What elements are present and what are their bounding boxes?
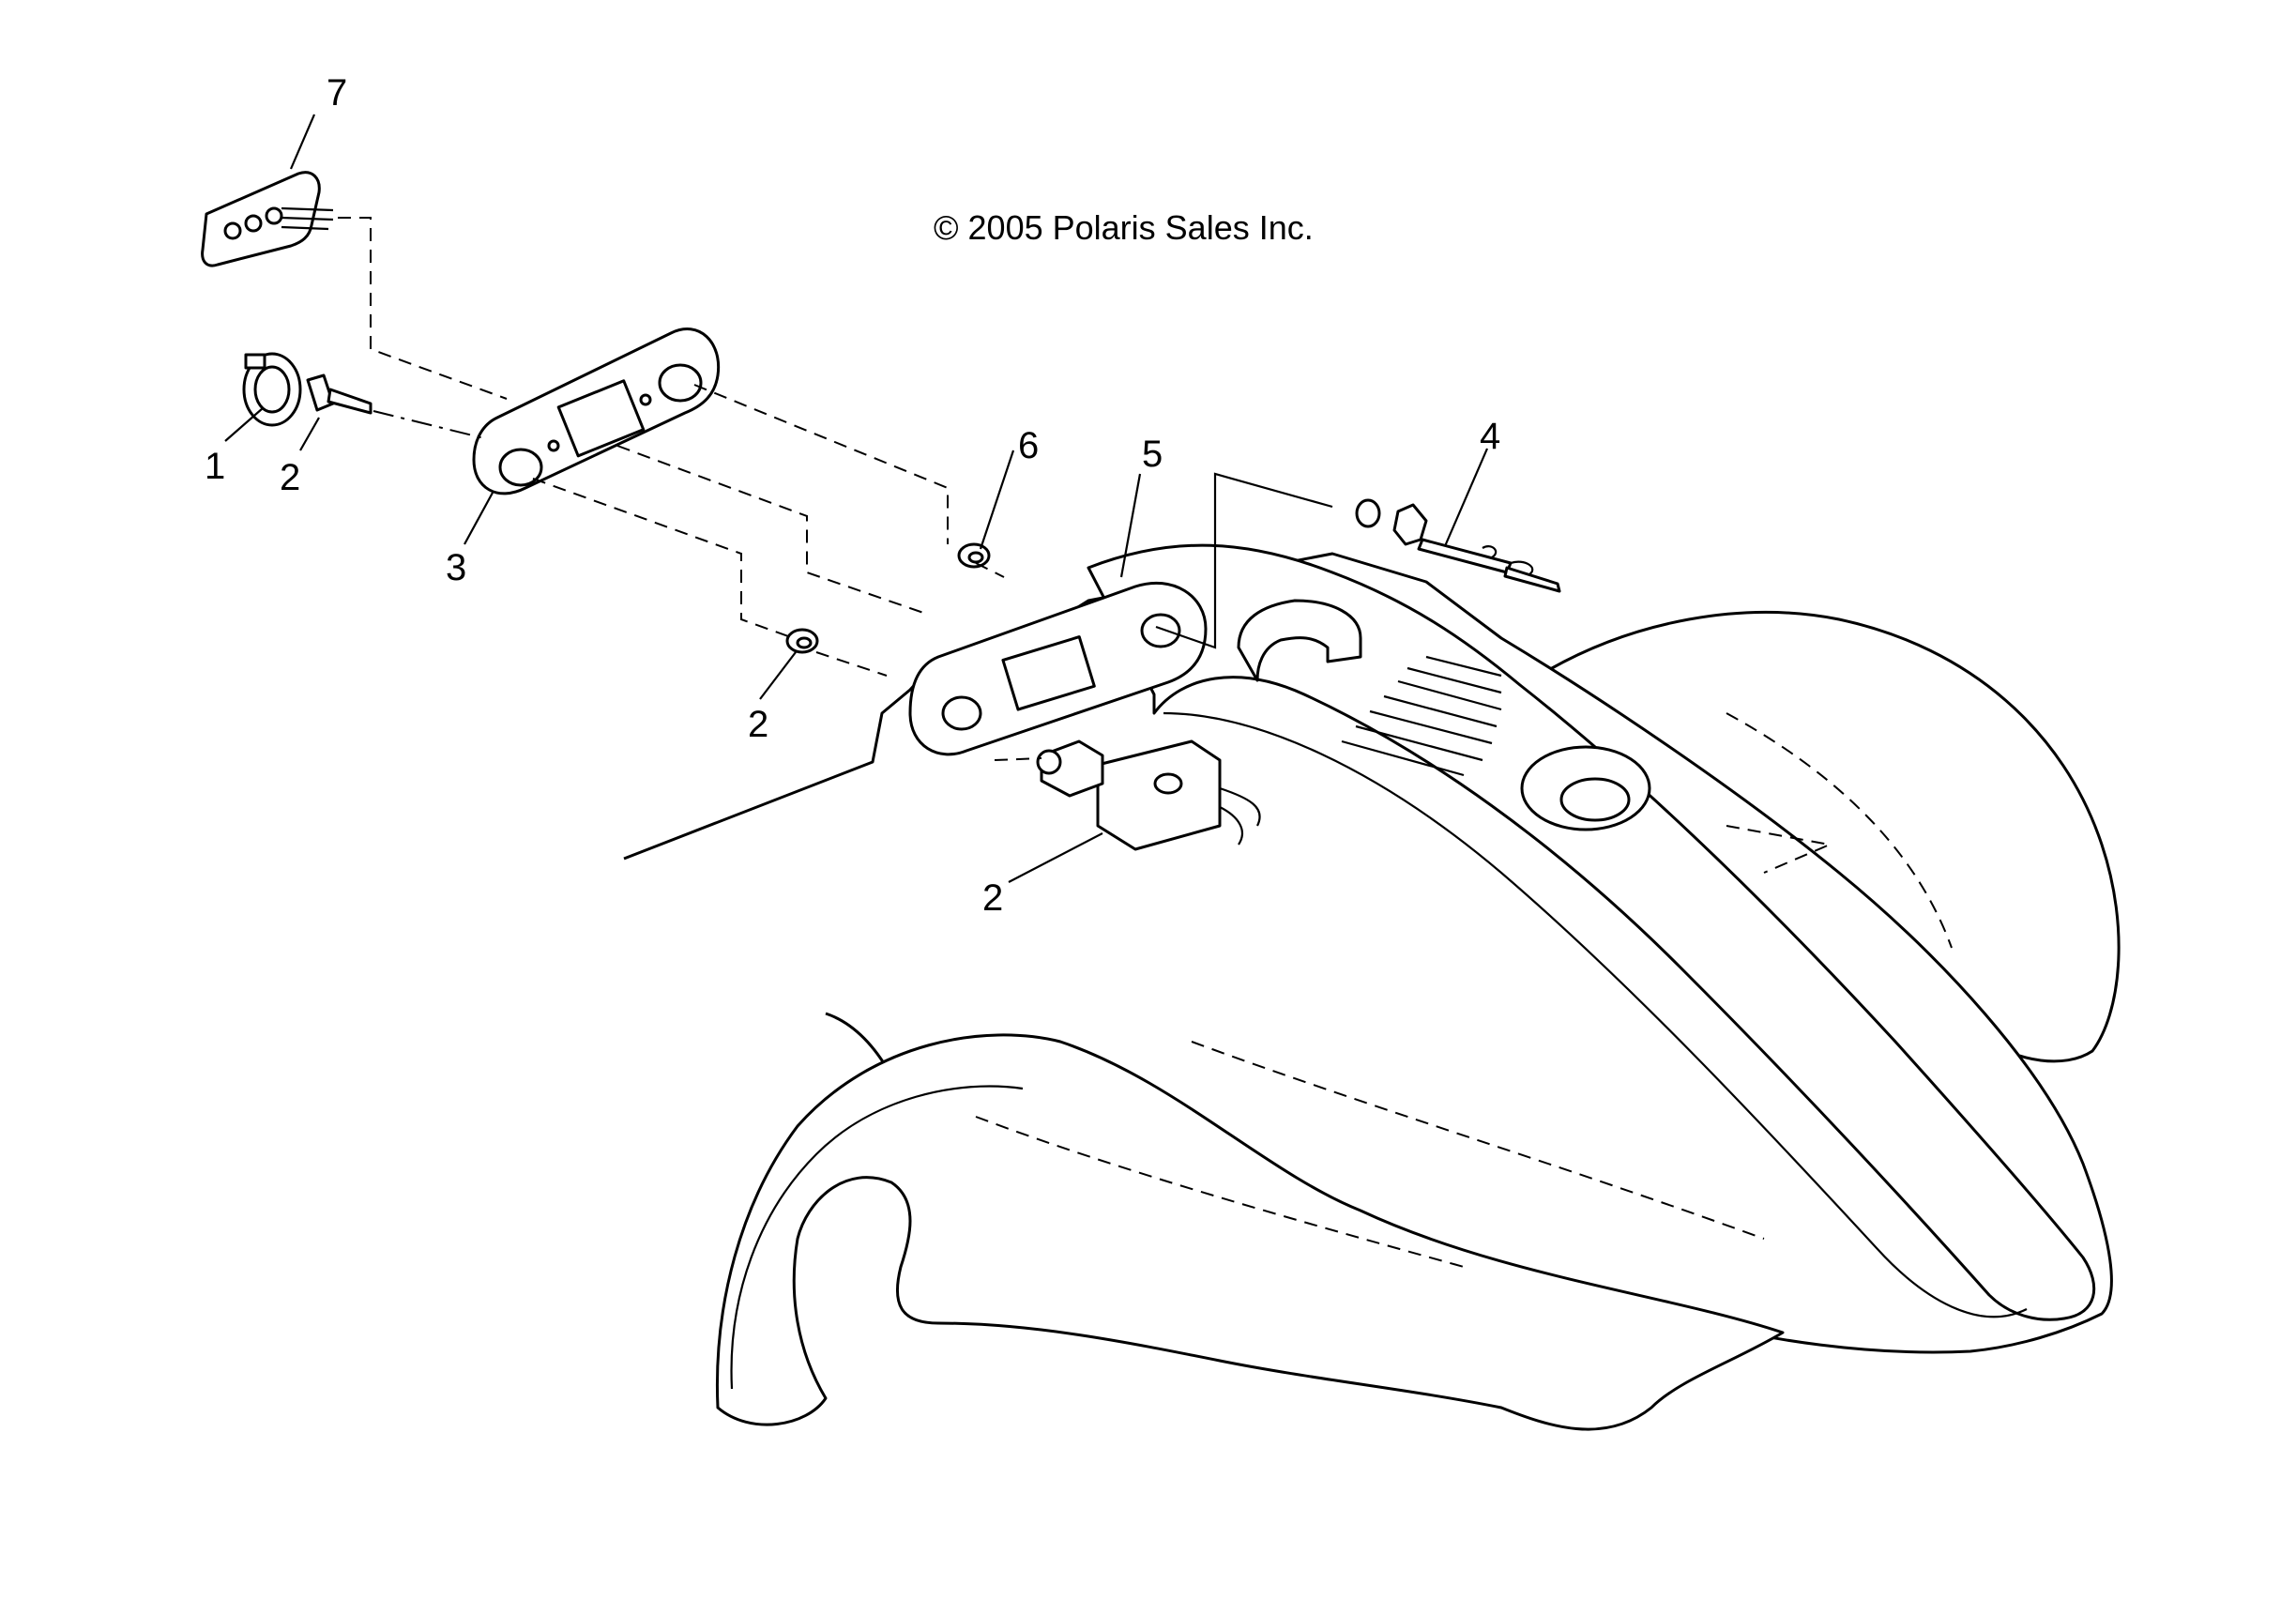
choke-knob (1355, 498, 1381, 528)
plug-pin-1 (223, 221, 242, 240)
fender-ridge (1087, 543, 2096, 1321)
fender-left-flare-inner (730, 1085, 1024, 1390)
fender-contour-2 (1191, 1041, 1765, 1240)
choke-nut (1392, 503, 1428, 546)
bezel-window (556, 379, 646, 458)
part-3-bezel (472, 328, 721, 495)
callout-3: 3 (446, 547, 466, 588)
callout-7: 7 (327, 72, 347, 114)
leader-lines (224, 114, 1489, 883)
choke-tip (1503, 566, 1561, 593)
callout-2-washer: 2 (748, 704, 768, 745)
switch-body (1096, 739, 1222, 851)
bezel-hole-right (658, 363, 703, 403)
choke-shaft (1417, 538, 1513, 574)
plug-pin-2 (244, 214, 263, 233)
callout-6: 6 (1018, 425, 1039, 466)
part-6-washer (957, 542, 991, 569)
copyright-notice: © 2005 Polaris Sales Inc. (934, 208, 1314, 247)
part-2-washer (785, 628, 819, 654)
callout-2-switch: 2 (982, 877, 1003, 919)
bezel-screw-hole-2 (639, 393, 652, 406)
mounted-bezel-hole-left (941, 695, 982, 731)
part-7-plug (201, 171, 334, 267)
fender-contour-1 (1726, 712, 1953, 949)
switch-wires (1219, 786, 1261, 846)
callout-2-key: 2 (280, 457, 300, 498)
part-5-mounted-bezel (908, 581, 1208, 756)
part-2-key (306, 373, 373, 415)
fender-u-slot (1237, 599, 1362, 682)
mounted-bezel-window (1001, 635, 1096, 711)
callout-1: 1 (205, 446, 225, 487)
ignition-tab (244, 353, 266, 370)
front-fender (623, 543, 2121, 1431)
plug-pin-3 (265, 206, 283, 225)
mounted-bezel-hole-right (1140, 613, 1181, 648)
fender-ridge-inner (1163, 711, 2028, 1318)
callouts: 7 1 2 3 6 5 4 2 2 (205, 72, 1500, 919)
key-blade (327, 388, 373, 415)
lower-switch (1036, 739, 1261, 851)
ignition-face (253, 365, 291, 414)
switch-knob (1036, 749, 1062, 775)
callout-4: 4 (1480, 416, 1500, 457)
bezel-screw-hole-1 (547, 439, 560, 452)
fender-louvers (1341, 655, 1502, 777)
part-1-ignition (242, 352, 302, 427)
fender-cap-inner (1559, 777, 1631, 822)
fender-left-flare (716, 1033, 1785, 1431)
callout-5: 5 (1142, 434, 1163, 475)
choke-cable (1482, 545, 1534, 575)
fender-contour-4 (1726, 825, 1833, 874)
fender-contour-3 (975, 1116, 1465, 1268)
bezel-hole-left (498, 448, 543, 487)
assembly-lines (338, 217, 1333, 761)
plug-prongs (281, 206, 334, 231)
part-4-choke (1355, 498, 1561, 593)
switch-terminal (1153, 772, 1183, 795)
